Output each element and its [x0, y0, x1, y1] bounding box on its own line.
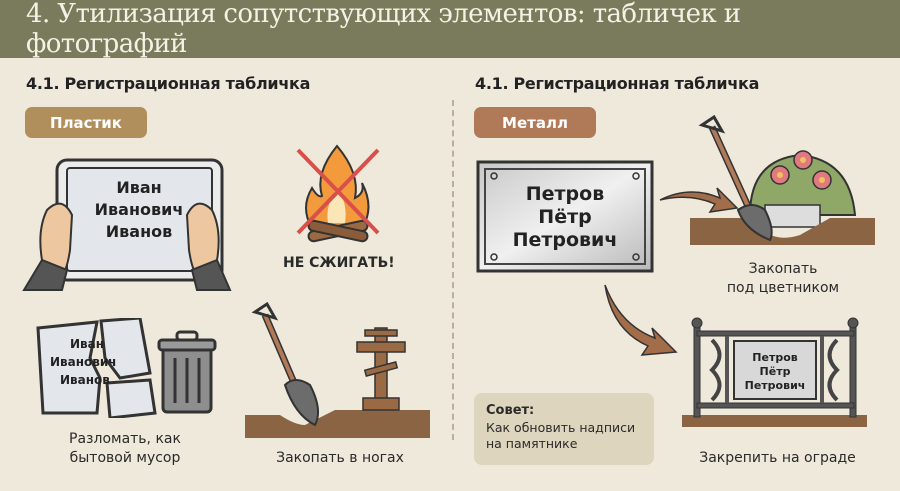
right-section-title: 4.1. Регистрационная табличка: [475, 74, 760, 93]
tip-body: Как обновить надписи на памятнике: [486, 420, 636, 451]
header-bar: 4. Утилизация сопутствующих элементов: т…: [0, 0, 900, 59]
svg-text:Иванов: Иванов: [106, 222, 172, 241]
bury-feet-caption: Закопать в ногах: [276, 450, 404, 466]
svg-text:Иван: Иван: [70, 337, 104, 351]
metal-tag: Металл: [474, 107, 596, 138]
metal-plate-icon: Петров Пётр Петрович: [476, 160, 654, 273]
shovel-cross-icon: [245, 301, 430, 438]
plastic-tag: Пластик: [25, 107, 147, 138]
fire-crossed-icon: [296, 144, 380, 243]
bury-flowerbed-caption: Закопать под цветником: [726, 261, 840, 296]
page-title: 4. Утилизация сопутствующих элементов: т…: [26, 0, 741, 59]
svg-text:Иванович: Иванович: [95, 200, 184, 219]
section-divider: [452, 100, 454, 440]
hands-holding-plate-icon: Иван Иванович Иванов: [22, 158, 232, 291]
broken-plate-trash-icon: Иван Иванович Иванов: [36, 318, 217, 418]
arrow-down-icon: [604, 284, 678, 356]
svg-text:Петров: Петров: [526, 183, 604, 205]
svg-text:Иванович: Иванович: [50, 355, 117, 369]
fence-with-plate-icon: Петров Пётр Петрович: [682, 317, 867, 427]
svg-text:Иванов: Иванов: [60, 373, 110, 387]
left-section-title: 4.1. Регистрационная табличка: [26, 74, 311, 93]
no-burn-label: НЕ СЖИГАТЬ!: [283, 255, 395, 271]
shovel-flowerbed-icon: [690, 115, 875, 245]
svg-text:Петрович: Петрович: [513, 229, 618, 251]
svg-text:Петров: Петров: [752, 351, 797, 364]
break-caption: Разломать, как бытовой мусор: [69, 431, 181, 466]
svg-text:Пётр: Пётр: [538, 206, 591, 228]
tip-box: Совет: Как обновить надписи на памятнике: [474, 393, 654, 465]
svg-text:Петрович: Петрович: [745, 379, 806, 392]
svg-text:Пётр: Пётр: [760, 365, 791, 378]
svg-text:Иван: Иван: [116, 178, 161, 197]
arrow-right-icon: [659, 187, 739, 213]
attach-fence-caption: Закрепить на ограде: [699, 450, 856, 466]
tip-title: Совет:: [486, 403, 535, 418]
